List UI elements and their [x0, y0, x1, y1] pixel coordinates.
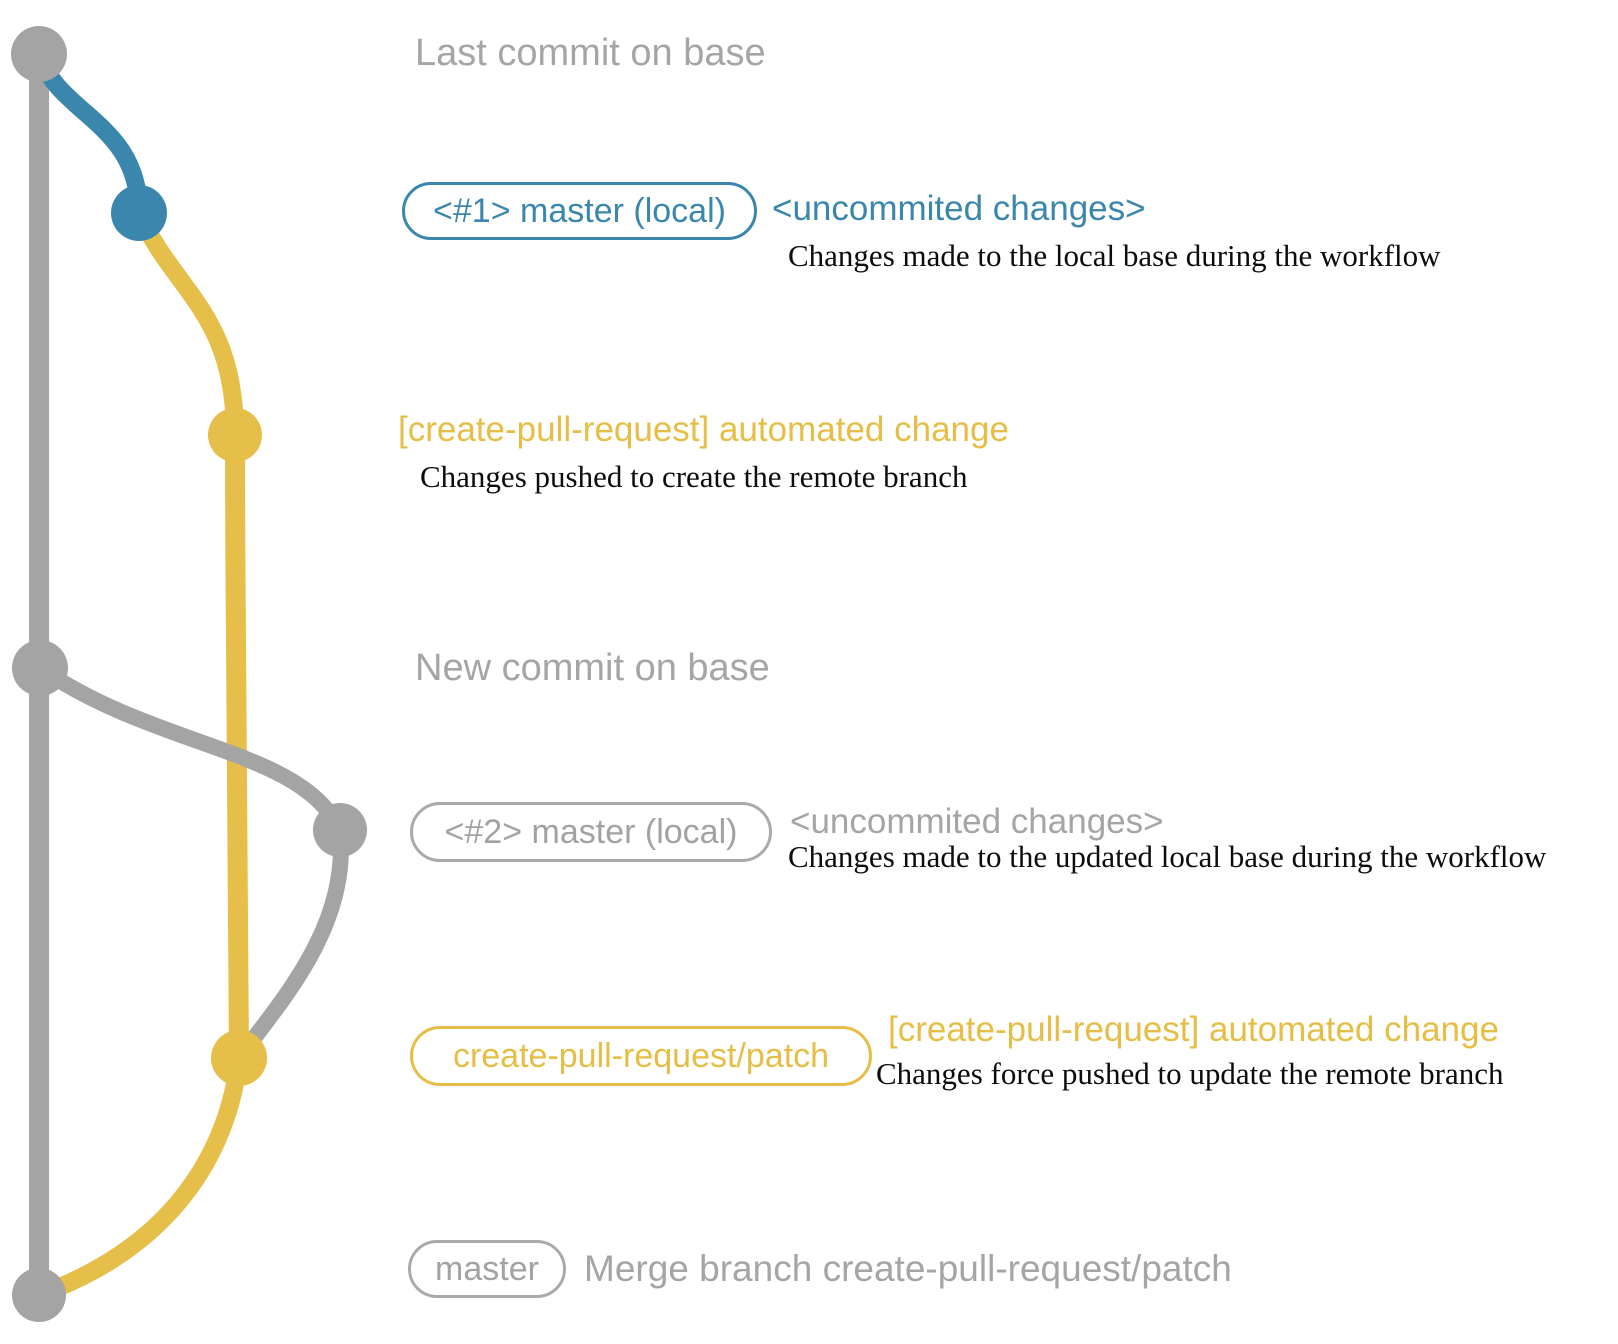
- branch-pill-master-local-2: <#2> master (local): [410, 802, 772, 862]
- commit-message-local-2: <uncommited changes>: [790, 802, 1164, 841]
- commit-node-local-1: [111, 185, 167, 241]
- commit-desc-local-1: Changes made to the local base during th…: [788, 238, 1441, 273]
- commit-message-push-1: [create-pull-request] automated change: [398, 410, 1009, 449]
- commit-node-merge: [12, 1268, 66, 1322]
- commit-message-new-base: New commit on base: [415, 647, 770, 689]
- force-push-curve: [232, 829, 349, 1063]
- branch-pill-master: master: [408, 1240, 566, 1298]
- branch-pill-patch-text: create-pull-request/patch: [452, 1036, 830, 1075]
- commit-message-push-2: [create-pull-request] automated change: [888, 1010, 1499, 1049]
- branch-pill-master-local-1-text: <#1> master (local): [433, 191, 726, 230]
- patch-branch-curve: [130, 209, 244, 436]
- commit-desc-push-1: Changes pushed to create the remote bran…: [420, 459, 968, 494]
- local-change-curve-1: [30, 50, 148, 214]
- commit-node-push-2: [211, 1030, 267, 1086]
- branch-pill-patch: create-pull-request/patch: [410, 1026, 872, 1086]
- commit-desc-push-2: Changes force pushed to update the remot…: [876, 1056, 1504, 1091]
- commit-desc-local-2: Changes made to the updated local base d…: [788, 839, 1547, 874]
- commit-node-push-1: [208, 408, 262, 462]
- commit-message-merge: Merge branch create-pull-request/patch: [584, 1248, 1232, 1289]
- branch-pill-master-text: master: [435, 1249, 539, 1288]
- commit-node-last-base: [11, 26, 67, 82]
- local-change-curve-2: [35, 661, 348, 834]
- patch-branch-line: [225, 434, 249, 1059]
- branch-pill-master-local-1: <#1> master (local): [402, 182, 757, 240]
- merge-curve: [35, 1056, 248, 1304]
- commit-message-last-base: Last commit on base: [415, 32, 766, 74]
- commit-node-new-base: [12, 640, 68, 696]
- commit-node-local-2: [313, 803, 367, 857]
- commit-message-local-1: <uncommited changes>: [772, 189, 1146, 228]
- branch-pill-master-local-2-text: <#2> master (local): [444, 812, 738, 851]
